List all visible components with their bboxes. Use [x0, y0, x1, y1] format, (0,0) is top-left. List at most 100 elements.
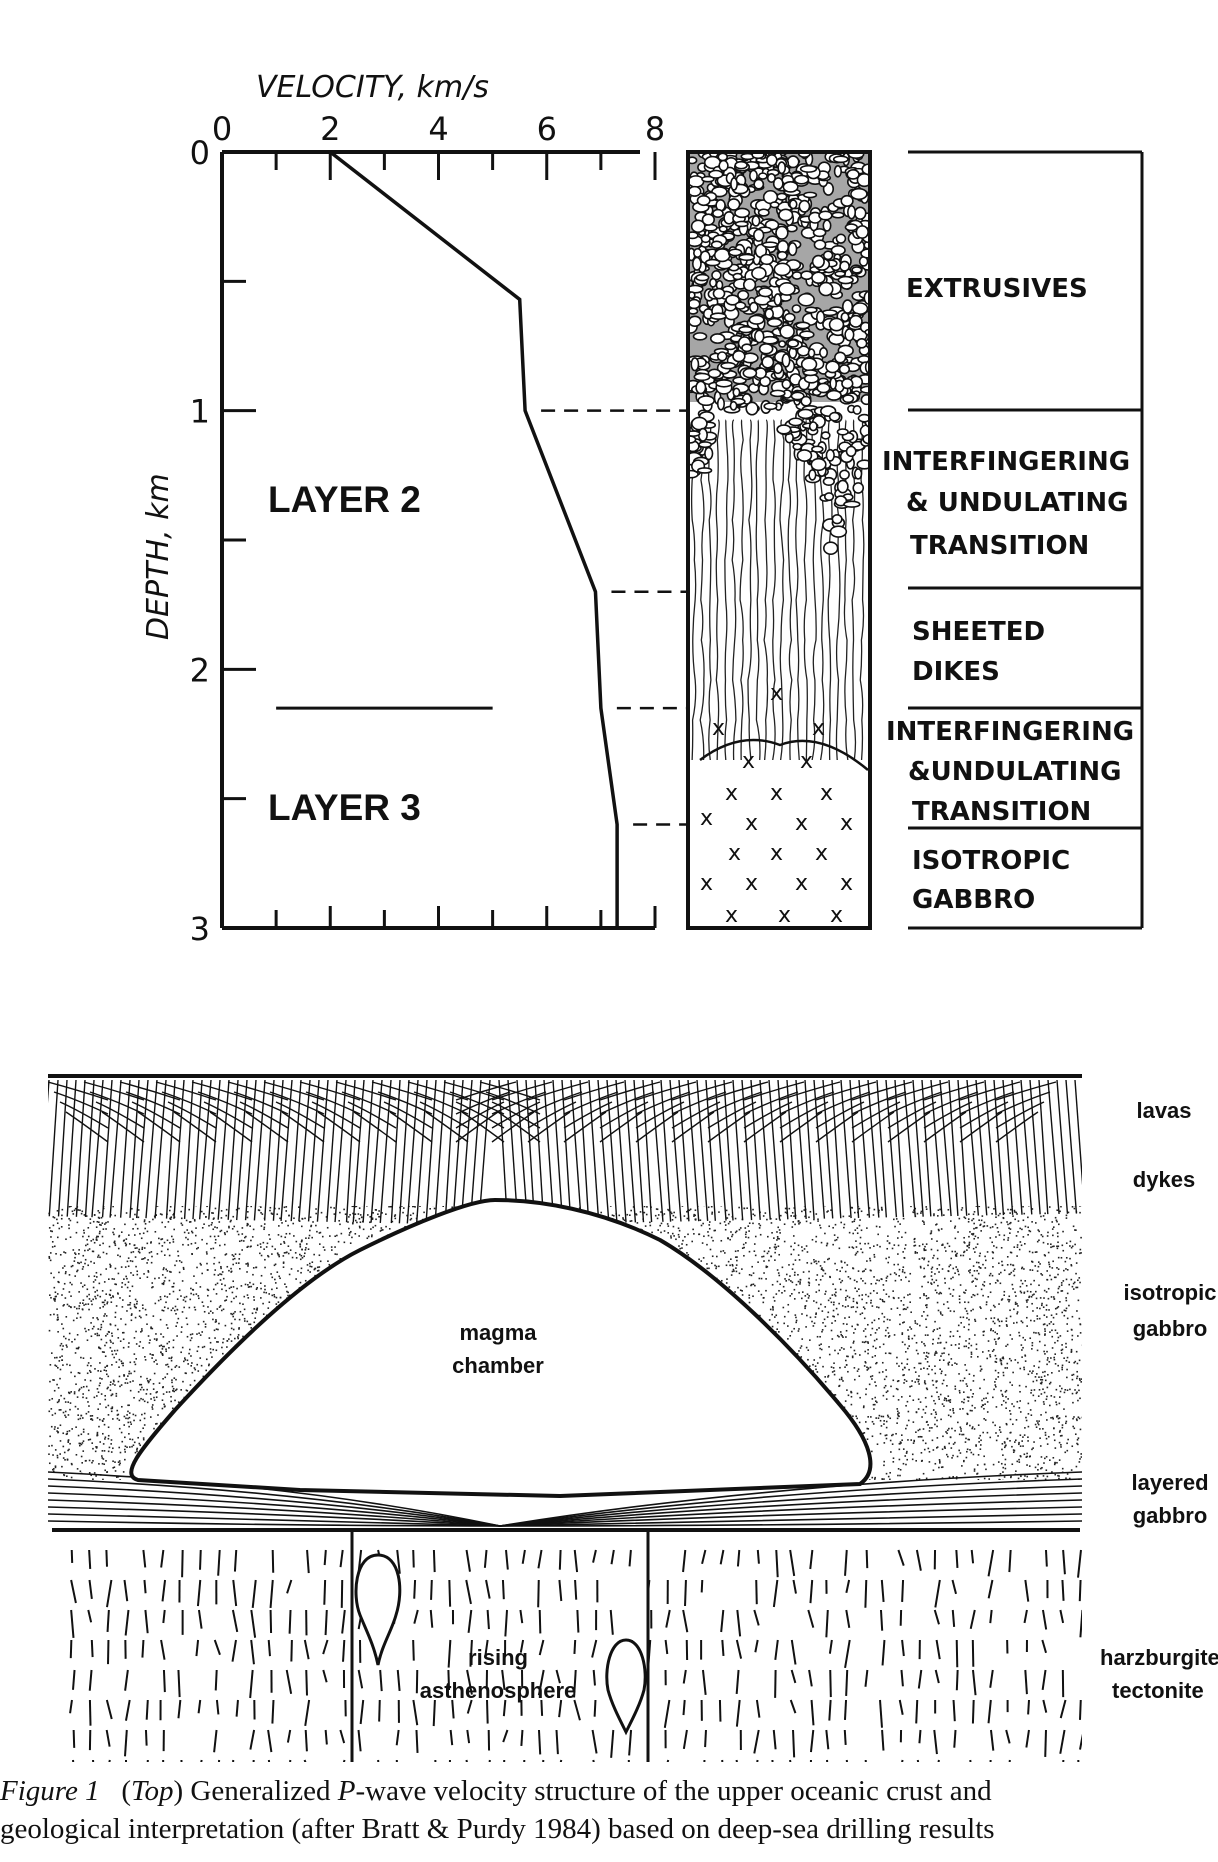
stipple-dot: [75, 1383, 77, 1386]
stipple-dot: [934, 1402, 937, 1405]
pillow: [823, 492, 835, 502]
stipple-dot: [801, 1338, 804, 1340]
stipple-dot: [52, 1224, 55, 1227]
pillow: [847, 205, 857, 220]
stipple-dot: [694, 1209, 697, 1212]
stipple-dot: [649, 1221, 651, 1224]
pillow: [761, 241, 779, 249]
stipple-dot: [1056, 1307, 1059, 1309]
stipple-dot: [61, 1465, 63, 1468]
pillow: [734, 160, 748, 170]
stipple-dot: [852, 1332, 855, 1334]
stipple-dot: [737, 1286, 739, 1289]
stipple-dot: [1073, 1207, 1076, 1210]
stipple-dot: [191, 1371, 194, 1374]
stipple-dot: [789, 1295, 792, 1297]
gabbro-x-mark: x: [700, 806, 713, 831]
stipple-dot: [964, 1441, 967, 1443]
stipple-dot: [909, 1395, 911, 1397]
stipple-dot: [128, 1372, 130, 1375]
x-tick-label: 2: [320, 110, 340, 148]
stipple-dot: [860, 1229, 863, 1232]
stipple-dot: [143, 1220, 146, 1223]
stipple-dot: [882, 1284, 885, 1286]
pillow: [748, 301, 759, 314]
stipple-dot: [955, 1476, 958, 1478]
pillow: [745, 401, 759, 416]
stipple-dot: [847, 1305, 849, 1307]
stipple-dot: [1043, 1403, 1045, 1405]
stipple-dot: [205, 1251, 208, 1253]
stipple-dot: [975, 1261, 978, 1264]
gabbro-x-mark: x: [770, 781, 783, 806]
stipple-dot: [936, 1291, 938, 1294]
stipple-dot: [898, 1448, 901, 1451]
stipple-dot: [1050, 1357, 1052, 1359]
stipple-dot: [88, 1298, 91, 1300]
pillow: [856, 459, 870, 470]
pillow: [748, 314, 765, 325]
gabbro-x-mark: x: [820, 781, 833, 806]
stipple-dot: [852, 1297, 855, 1300]
stipple-dot: [1019, 1434, 1022, 1437]
stipple-dot: [152, 1388, 155, 1390]
pillow: [839, 260, 850, 272]
stipple-dot: [874, 1381, 876, 1383]
stipple-dot: [1014, 1303, 1017, 1305]
stipple-dot: [934, 1273, 936, 1275]
stipple-dot: [969, 1231, 971, 1233]
stipple-dot: [872, 1403, 875, 1406]
pillow: [783, 312, 796, 323]
stipple-dot: [1044, 1330, 1046, 1332]
stipple-dot: [107, 1386, 109, 1389]
pillow: [716, 396, 725, 411]
stipple-dot: [281, 1222, 283, 1224]
stipple-dot: [905, 1427, 907, 1430]
stipple-dot: [304, 1279, 307, 1282]
stipple-dot: [940, 1355, 942, 1357]
stipple-dot: [856, 1417, 858, 1420]
stipple-dot: [837, 1313, 839, 1316]
stipple-dot: [82, 1396, 84, 1399]
stipple-dot: [900, 1396, 903, 1398]
stipple-dot: [848, 1316, 851, 1318]
stipple-dot: [1073, 1281, 1076, 1284]
stipple-dot: [1008, 1357, 1011, 1360]
stipple-dot: [989, 1283, 991, 1285]
stipple-dot: [118, 1235, 120, 1238]
stipple-dot: [622, 1217, 624, 1219]
stipple-dot: [1022, 1236, 1025, 1238]
stipple-dot: [173, 1377, 176, 1379]
pillow: [728, 248, 743, 257]
stipple-dot: [920, 1436, 923, 1438]
stipple-dot: [742, 1243, 745, 1246]
stipple-dot: [247, 1211, 249, 1213]
stipple-dot: [937, 1337, 940, 1340]
stipple-dot: [913, 1209, 915, 1211]
stipple-dot: [216, 1341, 218, 1343]
stipple-dot: [214, 1337, 216, 1339]
stipple-dot: [275, 1303, 278, 1305]
stipple-dot: [161, 1282, 164, 1285]
stipple-dot: [68, 1332, 71, 1335]
stipple-dot: [834, 1394, 837, 1396]
stipple-dot: [197, 1295, 200, 1297]
stipple-dot: [237, 1336, 239, 1338]
stipple-dot: [1054, 1353, 1057, 1355]
stipple-dot: [57, 1387, 60, 1389]
stipple-dot: [927, 1352, 930, 1355]
stipple-dot: [869, 1292, 872, 1295]
stipple-dot: [102, 1458, 105, 1460]
stipple-dot: [979, 1444, 982, 1446]
stipple-dot: [1054, 1341, 1056, 1344]
stipple-dot: [134, 1256, 137, 1258]
stipple-dot: [1060, 1446, 1062, 1448]
stipple-dot: [852, 1300, 855, 1303]
stipple-dot: [1016, 1246, 1019, 1248]
stipple-dot: [318, 1266, 321, 1268]
stipple-dot: [987, 1206, 990, 1209]
stipple-dot: [876, 1306, 878, 1308]
stipple-dot: [290, 1268, 293, 1270]
stipple-dot: [1057, 1336, 1060, 1339]
